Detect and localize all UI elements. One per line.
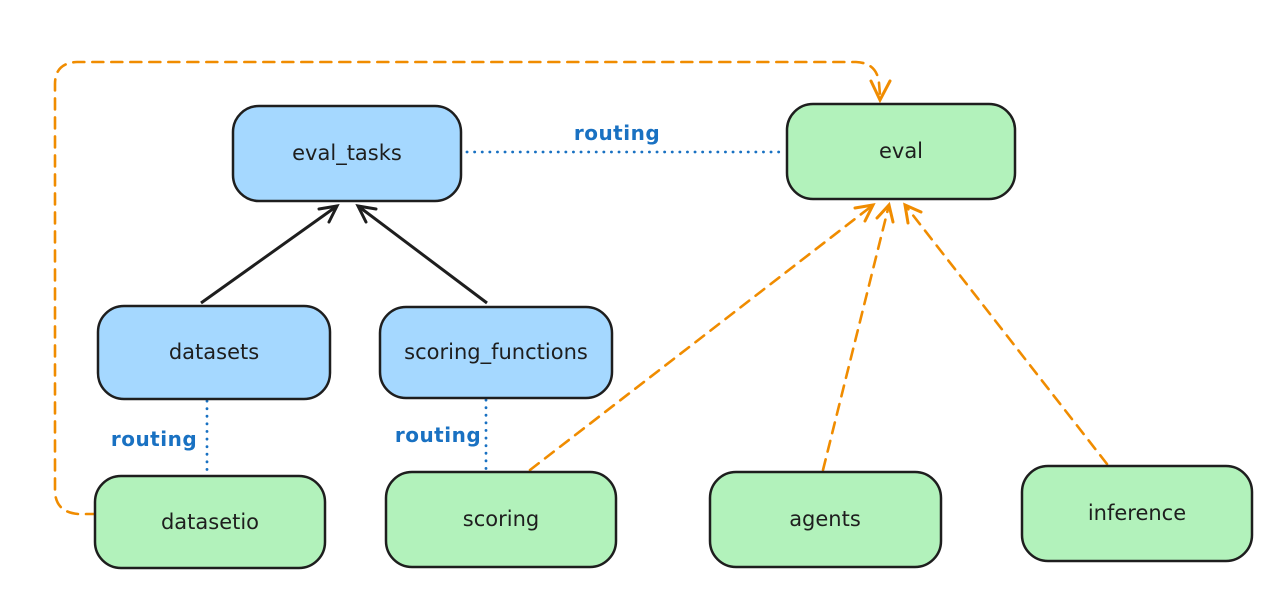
node-scoring: scoring (384, 470, 618, 569)
edge-line (821, 203, 891, 472)
edge-scoring-functions-to-scoring: routing (395, 398, 488, 471)
node-label: eval (879, 139, 923, 163)
node-box (708, 470, 943, 569)
arrowhead-icon (355, 204, 378, 224)
node-datasetio: datasetio (93, 474, 327, 570)
node-label: scoring (463, 507, 539, 531)
node-inference: inference (1020, 464, 1254, 563)
arrowhead-icon (875, 201, 895, 224)
node-box (1020, 464, 1254, 563)
edge-line (357, 204, 488, 305)
node-box (785, 102, 1017, 201)
node-label: datasetio (161, 510, 259, 534)
edge-agents-to-eval (821, 201, 895, 472)
arrowhead-icon (317, 204, 340, 224)
edge-scoring-functions-to-eval-tasks (355, 204, 488, 305)
edge-line (53, 60, 882, 516)
node-box (96, 304, 332, 401)
node-box (93, 474, 327, 570)
routing-label: routing (574, 121, 660, 145)
node-box (384, 470, 618, 569)
edge-datasetio-to-eval (53, 60, 892, 516)
node-eval-tasks: eval_tasks (231, 104, 463, 203)
edge-datasets-to-datasetio: routing (111, 399, 209, 474)
arrowhead-icon (903, 202, 923, 225)
edge-line (903, 203, 1109, 466)
edge-scoring-to-eval (528, 203, 876, 472)
node-label: scoring_functions (404, 340, 588, 365)
node-label: agents (789, 507, 861, 531)
edge-datasets-to-eval-tasks (200, 204, 340, 305)
node-datasets: datasets (96, 304, 332, 401)
node-eval: eval (785, 102, 1017, 201)
node-box (231, 104, 463, 203)
edge-eval-tasks-to-eval: routing (465, 121, 787, 154)
node-label: eval_tasks (292, 141, 402, 166)
node-label: datasets (169, 340, 259, 364)
routing-label: routing (395, 423, 481, 447)
node-scoring-functions: scoring_functions (378, 305, 614, 400)
edge-line (200, 204, 338, 305)
node-box (378, 305, 614, 400)
node-agents: agents (708, 470, 943, 569)
edge-inference-to-eval (903, 202, 1109, 466)
edge-line (528, 203, 875, 472)
node-label: inference (1088, 501, 1186, 525)
arrowhead-icon (853, 203, 876, 223)
arrowhead-down-icon (869, 79, 892, 104)
routing-label: routing (111, 427, 197, 451)
